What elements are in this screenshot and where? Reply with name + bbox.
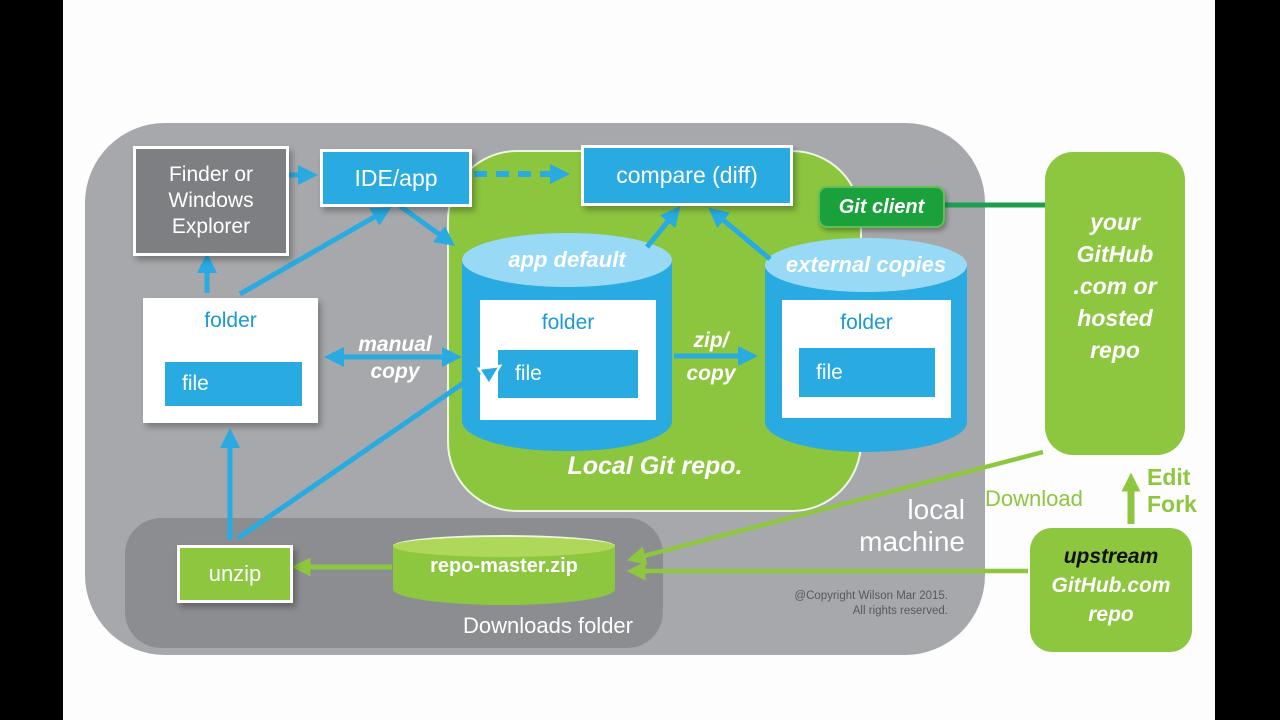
local-folder-box: folder file [143, 298, 318, 423]
finder-explorer-box: Finder or Windows Explorer [133, 146, 289, 256]
copyright-notice: @Copyright Wilson Mar 2015. All rights r… [794, 590, 948, 617]
downloads-folder-label: Downloads folder [463, 613, 633, 638]
file-bar: file [165, 362, 302, 406]
compare-diff-box: compare (diff) [581, 145, 793, 206]
git-client-box: Git client [818, 186, 945, 228]
app-folder-box: folder file [480, 300, 656, 420]
external-folder-box: folder file [782, 300, 951, 418]
file-bar: file [799, 348, 935, 397]
your-github-repo-box: your GitHub .com or hosted repo [1045, 152, 1185, 455]
manual-copy-label: manual copy [358, 333, 432, 383]
folder-label: folder [840, 311, 893, 334]
letterbox-right [1215, 0, 1280, 720]
ide-app-box: IDE/app [320, 149, 472, 207]
letterbox-left [0, 0, 63, 720]
download-label: Download [985, 486, 1083, 511]
folder-label: folder [541, 311, 595, 334]
zip-copy-label: zip/ copy [686, 329, 736, 385]
folder-label: folder [204, 309, 257, 332]
file-bar: file [498, 350, 638, 398]
local-git-repo-label: Local Git repo. [567, 452, 743, 480]
repo-master-zip-label: repo-master.zip [430, 555, 578, 577]
app-default-label: app default [462, 233, 672, 287]
unzip-box: unzip [177, 545, 293, 603]
app-default-cylinder: app default folder file [462, 233, 672, 451]
upstream-github-repo-box: upstream GitHub.com repo [1030, 528, 1192, 652]
edit-fork-label: Edit Fork [1147, 464, 1197, 517]
repo-master-zip-cylinder: repo-master.zip [393, 535, 615, 605]
external-copies-cylinder: external copies folder file [765, 238, 967, 452]
local-machine-label: local machine [859, 494, 965, 557]
upstream-label: upstream [1063, 545, 1159, 568]
upstream-repo-label: GitHub.com repo [1051, 574, 1171, 626]
cylinder-top [393, 535, 615, 557]
external-copies-label: external copies [765, 238, 967, 292]
